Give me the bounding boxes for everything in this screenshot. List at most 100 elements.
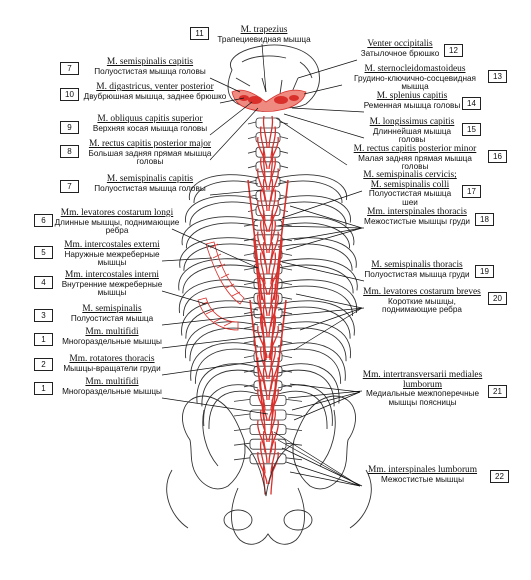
pelvis <box>166 395 372 545</box>
rib-r-4 <box>277 237 357 271</box>
leader-fan-18-0 <box>289 205 363 229</box>
right-label-5-russian: Полуостистая мышца шеи <box>368 189 452 207</box>
leader-left-4 <box>209 189 263 196</box>
leader-fan-21-0 <box>291 391 361 411</box>
muscle-strand <box>270 462 274 495</box>
left-label-2-russian: Верхняя косая мышца головы <box>92 123 208 133</box>
left-label-9-russian: Многораздельные мышцы <box>62 336 162 346</box>
leader-top <box>261 43 267 93</box>
leader-right-1 <box>303 84 343 95</box>
rib-r-3 <box>277 216 355 249</box>
left-label-2-latin: M. obliquus capitis superior <box>97 114 203 124</box>
right-label-9: Mm. intertransversarii mediales lumborum… <box>360 370 485 407</box>
left-label-10-latin: Mm. rotatores thoracis <box>69 354 155 364</box>
vertebra-19 <box>243 380 293 392</box>
vertebra-21 <box>233 409 303 421</box>
muscle-strand <box>268 241 274 275</box>
left-num-11: 1 <box>34 382 53 395</box>
left-num-3: 8 <box>60 145 79 158</box>
semispinalis-strand-3 <box>269 239 283 361</box>
semispinalis-strand-0 <box>247 179 263 301</box>
left-label-7-russian: Внутренние межреберные мышцы <box>61 279 163 297</box>
leader-left-10 <box>161 359 267 376</box>
muscle-strand <box>260 220 268 254</box>
leader-right-7 <box>281 261 365 282</box>
muscle-strand <box>270 441 277 474</box>
right-label-4-latin: M. rectus capitis posterior minor <box>353 144 477 154</box>
left-label-4-latin: M. semispinalis capitis <box>106 174 194 184</box>
leader-right-5 <box>281 190 363 219</box>
right-label-0-latin: Venter occipitalis <box>367 39 433 49</box>
right-label-6-russian: Межостистые мышцы груди <box>364 216 470 226</box>
left-label-6-russian: Наружные межреберные мышцы <box>64 249 160 267</box>
left-num-10: 2 <box>34 358 53 371</box>
vertebra-18 <box>243 365 293 377</box>
leader-right-8 <box>279 307 365 317</box>
left-label-8-russian: Полуостистая мышца <box>70 313 154 323</box>
vertebra-11 <box>243 263 293 275</box>
vertebra-10 <box>243 248 293 260</box>
right-num-0: 12 <box>444 44 463 57</box>
muscle-strand <box>259 126 266 159</box>
right-label-5: M. semispinalis cervicis; M. semispinali… <box>360 170 460 207</box>
vertebra-8 <box>243 219 293 231</box>
leader-fan-22-1 <box>277 439 361 487</box>
left-num-5: 6 <box>34 214 53 227</box>
muscle-strand <box>268 430 274 464</box>
vertebra-7 <box>247 205 289 217</box>
rib-l-5 <box>178 258 259 294</box>
right-num-3: 15 <box>462 123 481 136</box>
muscle-strand <box>268 115 274 149</box>
muscle-strand <box>257 199 268 233</box>
muscle-strand <box>268 178 274 212</box>
vertebra-9 <box>243 234 293 246</box>
right-num-9: 21 <box>488 385 507 398</box>
right-label-4-russian: Малая задняя прямая мышца головы <box>358 153 472 171</box>
vertebral-column <box>233 117 303 465</box>
semispinalis-strand-5 <box>271 299 287 421</box>
right-label-3-russian: Длиннейшая мышца головы <box>372 126 452 144</box>
vertebra-13 <box>243 292 293 304</box>
semispinalis-strand-2 <box>253 239 267 361</box>
left-label-7-latin: Mm. intercostales interni <box>65 270 159 280</box>
muscle-strand <box>259 189 266 222</box>
left-num-8: 3 <box>34 309 53 322</box>
muscle-strand <box>268 304 274 338</box>
leader-left-1 <box>219 97 245 104</box>
leader-left-3 <box>209 107 259 161</box>
muscle-strand <box>270 147 274 180</box>
left-label-1-russian: Двубрюшная мышца, заднее брюшко <box>83 91 227 101</box>
left-label-5-latin: Mm. levatores costarum longi <box>60 208 174 218</box>
left-num-9: 1 <box>34 333 53 346</box>
leader-fan-22-0 <box>273 431 361 487</box>
right-label-8-russian: Короткие мышцы, поднимающие ребра <box>382 296 462 314</box>
rib-r-10 <box>277 363 340 407</box>
muscle-strand <box>257 136 268 170</box>
left-label-8-latin: M. semispinalis <box>82 304 142 314</box>
left-num-4: 7 <box>60 180 79 193</box>
right-num-1: 13 <box>488 70 507 83</box>
leader-fan-22-2 <box>285 461 361 487</box>
rib-r-5 <box>277 258 358 294</box>
rib-l-3 <box>181 216 259 249</box>
leader-fan-21-1 <box>293 391 361 421</box>
left-num-1: 10 <box>60 88 79 101</box>
rib-l-7 <box>181 300 259 339</box>
vertebra-2 <box>247 132 289 144</box>
leader-right-3 <box>283 113 365 139</box>
left-label-11-latin: Mm. multifidi <box>85 377 139 387</box>
leader-fan-18-1 <box>293 227 363 241</box>
leader-lines <box>161 43 365 487</box>
muscle-strand <box>270 252 277 285</box>
right-label-7-russian: Полуостистая мышца груди <box>364 269 470 279</box>
